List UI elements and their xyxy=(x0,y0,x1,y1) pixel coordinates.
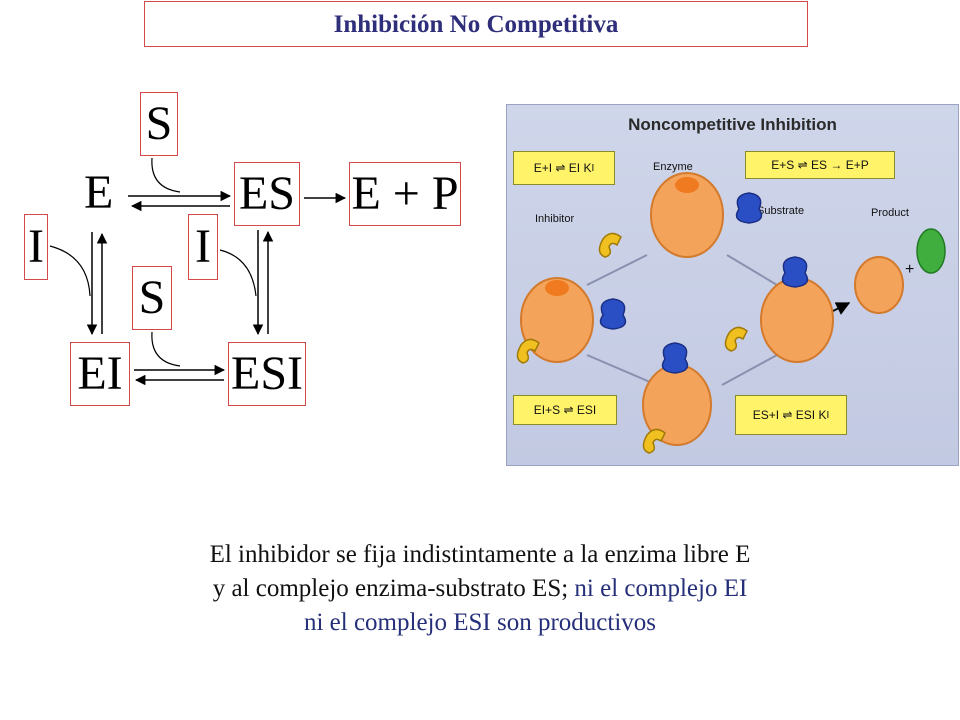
es-complex-box: ES xyxy=(234,162,300,226)
eq-e-i-left: E+I xyxy=(533,161,553,175)
enzyme-icon xyxy=(650,172,724,258)
ei-complex-label: EI xyxy=(77,347,123,400)
inhibitor-icon xyxy=(516,338,540,364)
substrate-curve-top xyxy=(151,157,181,193)
substrate-icon xyxy=(661,342,689,374)
ei-complex-box: EI xyxy=(70,342,130,406)
eq-e-i-k-sub: I xyxy=(591,162,595,174)
substrate-label-mid: S xyxy=(138,271,166,324)
caption-text: El inhibidor se fija indistintamente a l… xyxy=(90,538,870,639)
eq-es-i-right: ESI xyxy=(795,408,816,422)
inhibitor-box-left: I xyxy=(24,214,48,280)
product-box: E + P xyxy=(349,162,461,226)
title-part-3: Competitiva xyxy=(480,11,619,38)
page-title: Inhibición No Competitiva xyxy=(144,1,808,47)
substrate-icon xyxy=(599,298,627,330)
illustration-drawing xyxy=(516,172,946,454)
substrate-box-top: S xyxy=(140,92,178,156)
substrate-icon xyxy=(781,256,809,288)
label-product: Product xyxy=(871,207,909,219)
enzyme-icon xyxy=(854,256,904,314)
title-part-1: Inhibición xyxy=(333,11,450,38)
inhibitor-icon xyxy=(642,428,666,454)
label-plus: + xyxy=(905,261,915,278)
inhibitor-curve-right xyxy=(219,249,257,297)
caption-line-2a: y al complejo enzima-substrato ES; xyxy=(212,574,575,602)
product-icon xyxy=(916,228,946,274)
title-part-2: No xyxy=(449,11,481,38)
es-complex-label: ES xyxy=(238,167,295,220)
inhibitor-curve-left xyxy=(49,245,91,297)
substrate-label-top: S xyxy=(145,97,173,150)
caption-line-3: ni el complejo ESI son productivos xyxy=(303,608,657,636)
caption-line-2b: ni el complejo EI xyxy=(574,574,748,602)
eq-e-s-b: ES xyxy=(811,158,828,172)
eq-es-i-k-sub: I xyxy=(826,409,830,421)
label-substrate: Substrate xyxy=(757,205,805,217)
product-label: E + P xyxy=(351,167,459,220)
connector-line xyxy=(721,354,778,386)
connector-line xyxy=(586,254,648,286)
substrate-box-mid: S xyxy=(132,266,172,330)
inhibitor-label-right: I xyxy=(195,220,211,273)
label-inhibitor: Inhibitor xyxy=(535,213,575,225)
equation-box-ei-s: EI+S ⇌ ESI xyxy=(513,395,617,425)
esi-complex-label: ESI xyxy=(231,347,303,400)
caption-line-2: y al complejo enzima-substrato ES; ni el… xyxy=(90,572,870,606)
label-enzyme: Enzyme xyxy=(653,161,693,173)
inhibitor-icon xyxy=(724,326,748,352)
equation-box-e-s: E+S ⇌ ES → E+P xyxy=(745,151,895,179)
eq-e-i-right: EI xyxy=(568,161,581,175)
inhibitor-box-right: I xyxy=(188,214,218,280)
eq-es-i-k: K xyxy=(818,408,827,422)
eq-e-i-k: K xyxy=(583,161,592,175)
inhibitor-label-left: I xyxy=(28,220,44,273)
enzyme-label: E xyxy=(84,166,114,219)
eq-es-i-left: ES+I xyxy=(752,408,780,422)
eq-e-s-c: E+P xyxy=(845,158,869,172)
caption-line-1: El inhibidor se fija indistintamente a l… xyxy=(209,541,751,568)
substrate-icon xyxy=(735,192,763,224)
substrate-curve-mid xyxy=(151,331,181,367)
illustration-title: Noncompetitive Inhibition xyxy=(628,115,837,134)
eq-ei-s-left: EI+S xyxy=(533,403,561,417)
inhibitor-icon xyxy=(598,232,622,258)
connector-line xyxy=(726,254,778,286)
esi-complex-box: ESI xyxy=(228,342,306,406)
eq-e-s-a: E+S xyxy=(771,158,795,172)
enzyme-icon xyxy=(760,277,834,363)
eq-ei-s-right: ESI xyxy=(576,403,597,417)
connector-line xyxy=(586,354,658,386)
enzyme-icon xyxy=(520,277,594,363)
